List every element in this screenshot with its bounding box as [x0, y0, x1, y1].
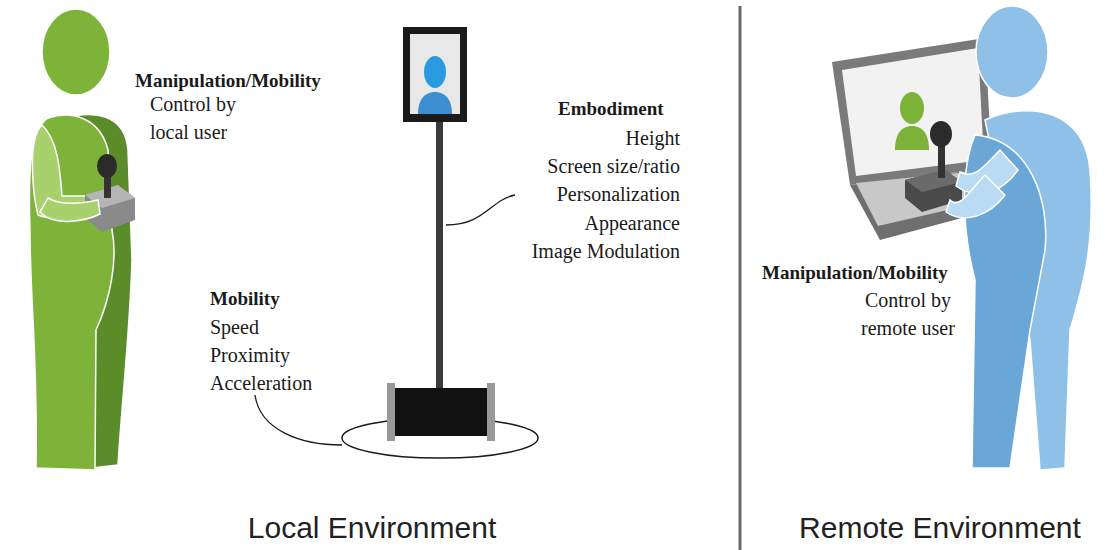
attribute-item: Appearance: [480, 209, 680, 237]
attribute-item: Acceleration: [210, 369, 312, 397]
leader-line: [446, 195, 515, 225]
section-heading: Manipulation/Mobility: [762, 259, 948, 287]
attribute-item: Image Modulation: [460, 237, 680, 265]
attribute-item: Screen size/ratio: [480, 152, 680, 180]
divider-line: [739, 6, 742, 550]
section-heading: Manipulation/Mobility: [135, 67, 321, 95]
local-user-figure: [29, 9, 135, 470]
attribute-item: Height: [500, 124, 680, 152]
attribute-item: Personalization: [480, 180, 680, 208]
annotation-text: Control by local user: [150, 90, 254, 146]
remote-user-figure: [946, 6, 1091, 470]
telepresence-robot: [342, 27, 538, 458]
environment-title: Remote Environment: [780, 510, 1100, 546]
section-heading: Mobility: [210, 285, 280, 313]
attribute-item: Proximity: [210, 341, 290, 369]
annotation-text: Control by remote user: [846, 286, 970, 342]
attribute-item: Speed: [210, 313, 259, 341]
section-heading: Embodiment: [558, 95, 664, 123]
leader-line: [255, 395, 342, 445]
environment-title: Local Environment: [202, 510, 542, 546]
